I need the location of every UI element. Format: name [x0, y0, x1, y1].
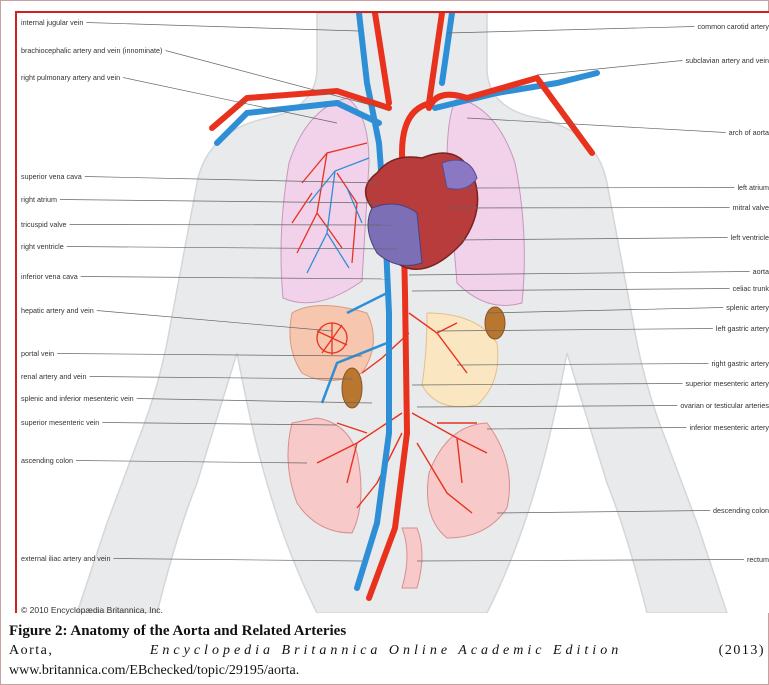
label-celiac-trunk: celiac trunk	[733, 284, 769, 293]
anatomy-diagram: internal jugular vein brachiocephalic ar…	[17, 13, 769, 613]
leader-line	[447, 208, 730, 209]
label-left-atrium: left atrium	[737, 183, 769, 192]
label-internal-jugular-vein: internal jugular vein	[21, 18, 83, 27]
label-ascending-colon: ascending colon	[21, 456, 73, 465]
label-subclavian: subclavian artery and vein	[685, 56, 769, 65]
label-right-pulmonary: right pulmonary artery and vein	[21, 73, 120, 82]
citation-year: (2013)	[719, 643, 765, 659]
label-inferior-vena-cava: inferior vena cava	[21, 272, 78, 281]
citation-line: Aorta, Encyclopedia Britannica Online Ac…	[9, 643, 765, 659]
label-left-gastric: left gastric artery	[716, 324, 769, 333]
body-silhouette	[77, 13, 727, 613]
label-renal-artery: renal artery and vein	[21, 372, 87, 381]
citation-url: www.britannica.com/EBchecked/topic/29195…	[9, 663, 299, 679]
label-splenic-artery: splenic artery	[726, 303, 769, 312]
label-brachiocephalic: brachiocephalic artery and vein (innomin…	[21, 46, 162, 55]
right-kidney	[342, 368, 362, 408]
label-portal-vein: portal vein	[21, 349, 54, 358]
label-ovarian-testicular: ovarian or testicular arteries	[680, 401, 769, 410]
label-mitral-valve: mitral valve	[733, 203, 769, 212]
figure-caption-title: Figure 2: Anatomy of the Aorta and Relat…	[9, 623, 346, 640]
label-arch-of-aorta: arch of aorta	[729, 128, 769, 137]
label-superior-mesenteric-artery: superior mesenteric artery	[686, 379, 769, 388]
label-tricuspid-valve: tricuspid valve	[21, 220, 67, 229]
label-rectum: rectum	[747, 555, 769, 564]
label-left-ventricle: left ventricle	[731, 233, 769, 242]
label-inferior-mesenteric-artery: inferior mesenteric artery	[690, 423, 769, 432]
label-descending-colon: descending colon	[713, 506, 769, 515]
label-right-ventricle: right ventricle	[21, 242, 64, 251]
anatomy-illustration: internal jugular vein brachiocephalic ar…	[15, 11, 769, 613]
label-superior-mesenteric-vein: superior mesenteric vein	[21, 418, 99, 427]
label-hepatic-artery: hepatic artery and vein	[21, 306, 94, 315]
spleen	[485, 307, 505, 339]
label-superior-vena-cava: superior vena cava	[21, 172, 82, 181]
label-common-carotid: common carotid artery	[698, 22, 769, 31]
copyright-notice: © 2010 Encyclopædia Britannica, Inc.	[21, 605, 163, 615]
label-right-atrium: right atrium	[21, 195, 57, 204]
citation-author: Aorta,	[9, 643, 53, 659]
label-external-iliac: external iliac artery and vein	[21, 554, 111, 563]
label-aorta: aorta	[753, 267, 769, 276]
leader-line	[70, 225, 392, 226]
label-right-gastric: right gastric artery	[711, 359, 769, 368]
leader-line	[537, 61, 682, 76]
citation-source: Encyclopedia Britannica Online Academic …	[150, 643, 622, 659]
label-splenic-inferior-mesenteric-vein: splenic and inferior mesenteric vein	[21, 394, 134, 403]
leader-line	[462, 188, 734, 189]
